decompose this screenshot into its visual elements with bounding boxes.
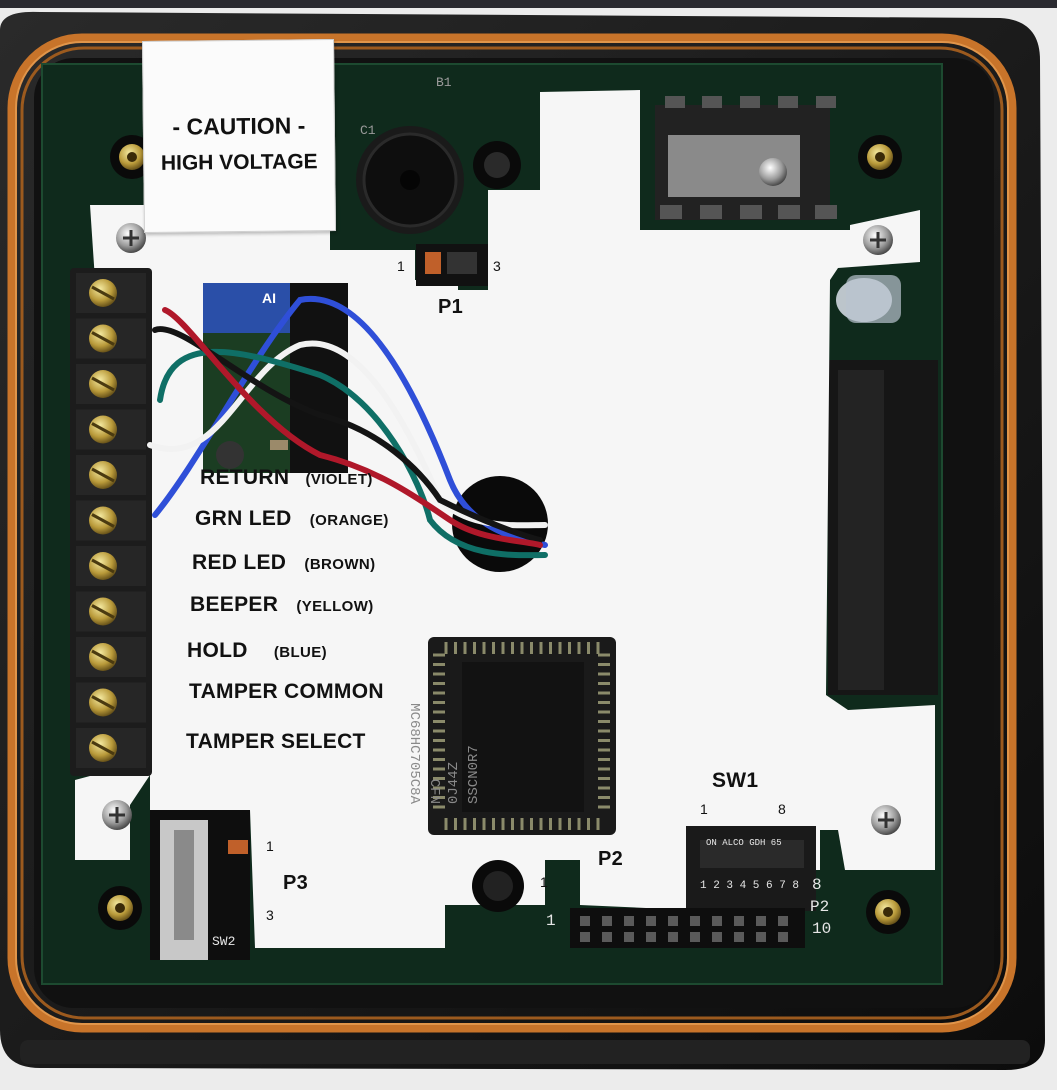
label-tamper-common: TAMPER COMMON <box>189 680 384 703</box>
phillips-screws <box>102 223 901 835</box>
terminal-block <box>70 268 152 776</box>
pcb-sw2: SW2 <box>212 934 236 949</box>
chip-lot: 0J44Z <box>446 761 462 804</box>
terminal-screw <box>76 409 146 450</box>
chip-package: CFN <box>426 778 442 804</box>
wire-harness <box>147 295 548 559</box>
p1-label: P1 <box>438 296 464 318</box>
p1-pin-1: 1 <box>397 258 405 274</box>
pcb-c1: C1 <box>360 123 376 138</box>
sw1-pin-8: 8 <box>778 801 786 817</box>
label-red-led: RED LED (BROWN) <box>192 551 376 574</box>
sw1-label: SW1 <box>712 769 759 792</box>
pin-header-p2 <box>570 908 805 948</box>
p1-pin-3: 3 <box>493 258 501 274</box>
clear-led <box>836 275 901 323</box>
dip-switch-text: ON ALCO GDH 65 <box>706 838 782 848</box>
p3-pin-1: 1 <box>266 838 274 854</box>
p2-pin-1: 1 <box>540 874 548 890</box>
label-beeper: BEEPER (YELLOW) <box>190 593 374 616</box>
caution-sticker: - CAUTION - HIGH VOLTAGE <box>141 38 337 234</box>
microcontroller-chip <box>428 637 616 835</box>
dip-switch-sw1 <box>686 826 816 911</box>
p3-label: P3 <box>283 872 309 894</box>
terminal-screw <box>76 591 146 632</box>
pcb-p2-label: P2 <box>810 898 830 916</box>
caution-subheading: HIGH VOLTAGE <box>160 150 318 175</box>
p3-pin-3: 3 <box>266 907 274 923</box>
caution-heading: - CAUTION - <box>172 112 306 140</box>
dip-switch-numbers: 1 2 3 4 5 6 7 8 <box>700 880 800 892</box>
terminal-screw <box>76 318 146 359</box>
sw1-pin-1: 1 <box>700 801 708 817</box>
terminal-screw <box>76 364 146 404</box>
terminal-screw <box>76 546 146 586</box>
label-hold: HOLD (BLUE) <box>187 639 328 662</box>
label-return: RETURN (VIOLET) <box>200 466 373 489</box>
terminal-screw <box>76 728 146 768</box>
copper-coil-antenna <box>7 33 1017 1033</box>
terminal-screw <box>76 455 146 495</box>
terminal-screw <box>76 500 146 541</box>
pcb-b1: B1 <box>436 75 452 90</box>
pcb-p2-pin-10: 10 <box>812 920 832 938</box>
terminal-screw <box>76 637 146 677</box>
pcb-pin-1: 1 <box>546 912 556 930</box>
label-grn-led: GRN LED (ORANGE) <box>195 507 389 530</box>
tamper-switch-sw2 <box>150 810 250 960</box>
label-tamper-select: TAMPER SELECT <box>186 730 366 753</box>
p2-label: P2 <box>598 848 624 870</box>
voltage-regulator <box>655 96 837 220</box>
terminal-screw <box>76 682 146 723</box>
chip-part-number: MC68HC705C8A <box>406 703 422 804</box>
p1-jumper <box>416 244 488 286</box>
module-logo: AI <box>262 290 276 306</box>
chip-date: SSCN0R7 <box>466 745 482 804</box>
terminal-screw <box>76 273 146 313</box>
pcb-p2-pin-8: 8 <box>812 876 822 894</box>
